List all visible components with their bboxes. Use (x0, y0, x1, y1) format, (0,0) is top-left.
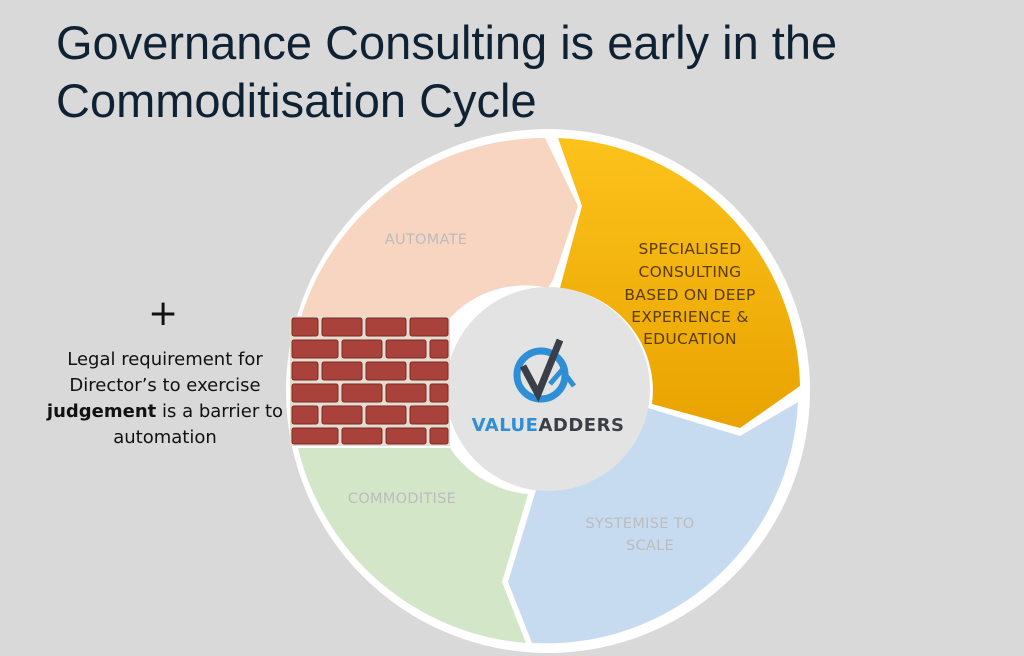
label-specialised-line-2: CONSULTING (639, 263, 742, 281)
segment-specialised (558, 138, 800, 428)
logo-word-value: VALUE (472, 415, 539, 436)
label-commoditise: COMMODITISE (348, 491, 456, 507)
side-note-line-1: Legal requirement for (67, 349, 263, 370)
side-note-bold-word: judgement (46, 401, 157, 422)
label-specialised-line-5: EDUCATION (643, 330, 737, 348)
side-note-line-2: Director’s to exercise (69, 375, 261, 396)
label-systemise-line-2: SCALE (626, 538, 674, 554)
label-automate: AUTOMATE (385, 232, 468, 248)
label-specialised: SPECIALISED CONSULTING BASED ON DEEP EXP… (624, 240, 755, 348)
side-note-line-3: judgement is a barrier to (40, 399, 290, 425)
slide-title: Governance Consulting is early in the Co… (56, 14, 1006, 130)
segment-commoditise (298, 448, 528, 643)
label-specialised-line-3: BASED ON DEEP (624, 286, 755, 304)
title-line-1: Governance Consulting is early in the (56, 16, 838, 69)
plus-icon: + (148, 293, 179, 334)
logo-wordmark: VALUEADDERS (472, 415, 625, 436)
brick-wall-image (290, 316, 450, 446)
logo-word-adders: ADDERS (538, 415, 624, 436)
side-note: Legal requirement for Director’s to exer… (40, 347, 290, 451)
valueadders-logo-icon (513, 338, 576, 403)
label-systemise-line-1: SYSTEMISE TO (586, 516, 695, 532)
label-specialised-line-1: SPECIALISED (638, 240, 741, 258)
label-specialised-line-4: EXPERIENCE & (631, 308, 749, 326)
side-note-line-3-rest: is a barrier to (156, 401, 284, 422)
segment-automate (300, 137, 578, 320)
title-line-2: Commoditisation Cycle (56, 74, 537, 127)
side-note-line-4: automation (113, 427, 217, 448)
label-systemise: SYSTEMISE TO SCALE (586, 516, 695, 554)
cycle-center-circle (446, 287, 650, 491)
segment-systemise (508, 402, 798, 644)
